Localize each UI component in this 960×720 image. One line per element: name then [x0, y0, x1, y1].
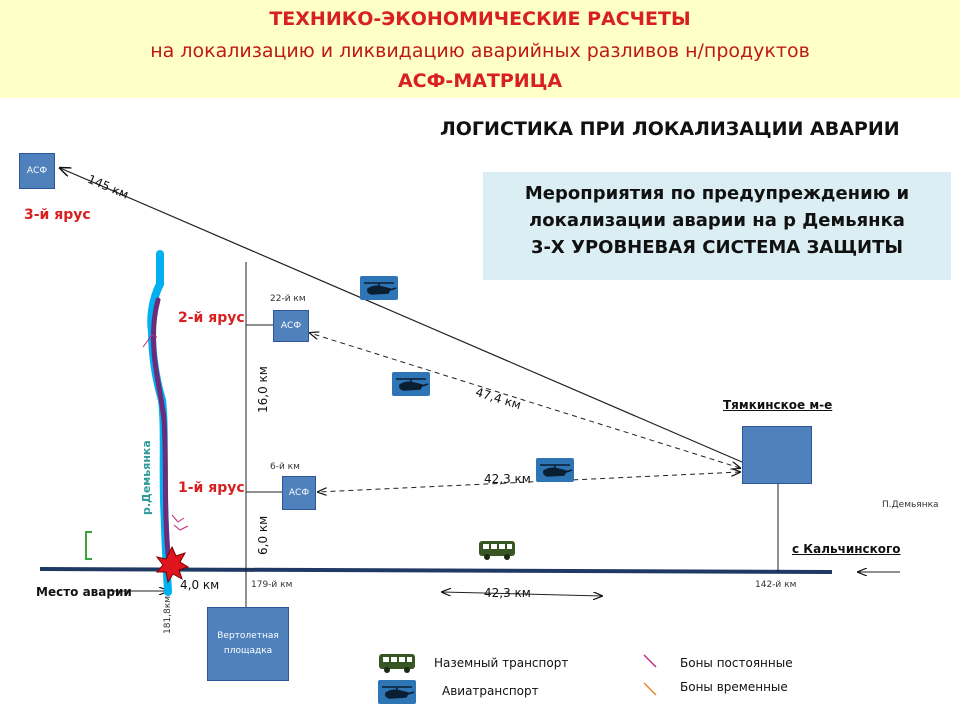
logistics-heading: ЛОГИСТИКА ПРИ ЛОКАЛИЗАЦИИ АВАРИИ: [440, 118, 900, 140]
asf-box-tier2-label: АСФ: [280, 321, 302, 331]
helicopter-icon: [360, 276, 398, 304]
info-box: Мероприятия по предупреждению и локализа…: [483, 172, 951, 280]
distance-42-upper-label: 42,3 км: [484, 472, 531, 486]
info-line-2: локализации аварии на р Демьянка: [529, 210, 905, 231]
asf-box-tier3: АСФ: [19, 153, 55, 189]
boom-permanent-3: [173, 524, 189, 531]
legend-air-label: Авиатранспорт: [442, 684, 539, 698]
info-line-3: 3-Х УРОВНЕВАЯ СИСТЕМА ЗАЩИТЫ: [530, 237, 904, 258]
legend-bus-icon: [378, 652, 416, 678]
helipad-box: Вертолетная площадка: [207, 607, 289, 681]
title-banner: ТЕХНИКО-ЭКОНОМИЧЕСКИЕ РАСЧЕТЫ на локализ…: [0, 0, 960, 98]
asf-box-tier2: АСФ: [273, 310, 309, 342]
bus-icon: [478, 539, 516, 565]
info-line-1: Мероприятия по предупреждению и: [524, 183, 910, 204]
route-42km-upper: [318, 472, 740, 492]
asf-box-tier1: АСФ: [282, 476, 316, 510]
km22-label: 22-й км: [270, 294, 306, 304]
field-box: [742, 426, 812, 484]
river-label: р.Демьянка: [140, 440, 153, 515]
legend-boom-permanent-mark: [643, 654, 657, 668]
river-oil-slick: [151, 297, 173, 569]
helipad-label: Вертолетная площадка: [217, 631, 279, 656]
boom-permanent-2: [171, 514, 185, 523]
accident-label: Место аварии: [36, 585, 132, 599]
legend-ground-label: Наземный транспорт: [434, 656, 569, 670]
legend-booms-temporary-label: Боны временные: [680, 680, 788, 694]
route-47km: [310, 333, 740, 468]
tier3-label: 3-й ярус: [24, 207, 91, 223]
legend-boom-temporary-mark: [643, 682, 657, 696]
distance-42-lower-label: 42,3 км: [484, 586, 531, 600]
km181-label: 181,8км: [163, 596, 173, 634]
helicopter-icon: [536, 458, 574, 486]
distance-4-label: 4,0 км: [180, 578, 220, 592]
field-label: Тямкинское м-е: [723, 398, 833, 412]
accident-burst: [155, 545, 190, 584]
km6-label: 6-й км: [270, 462, 300, 472]
km179-label: 179-й км: [251, 580, 293, 590]
route-42km-lower: [442, 592, 602, 596]
legend-helicopter-icon: [378, 680, 416, 708]
p-demyanka-label: П.Демьянка: [882, 500, 939, 510]
asf-box-tier1-label: АСФ: [288, 488, 310, 498]
distance-6-label: 6,0 км: [256, 515, 270, 555]
helicopter-icon: [392, 372, 430, 400]
tier2-label: 2-й ярус: [178, 310, 245, 326]
boom-permanent-1: [142, 334, 158, 348]
distance-16-label: 16,0 км: [256, 366, 270, 413]
title-line-2: на локализацию и ликвидацию аварийных ра…: [150, 40, 810, 62]
legend-booms-permanent-label: Боны постоянные: [680, 656, 793, 670]
boom-temporary-bracket: [85, 531, 92, 560]
asf-box-tier3-label: АСФ: [26, 166, 48, 176]
tier1-label: 1-й ярус: [178, 480, 245, 496]
km142-label: 142-й км: [755, 580, 797, 590]
title-line-1: ТЕХНИКО-ЭКОНОМИЧЕСКИЕ РАСЧЕТЫ: [269, 8, 691, 30]
kalchinsky-label: с Кальчинского: [792, 542, 901, 556]
title-line-3: АСФ-МАТРИЦА: [397, 70, 563, 92]
